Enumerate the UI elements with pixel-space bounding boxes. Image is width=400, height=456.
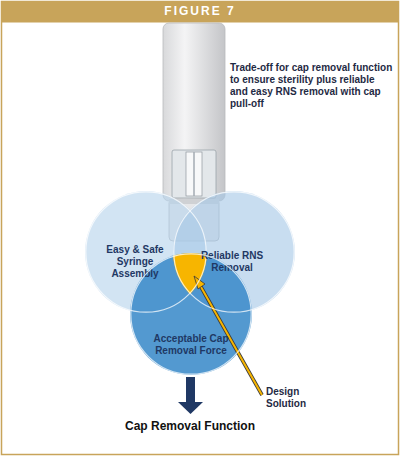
note-text: Trade-off for cap removal function to en… [230,62,394,110]
venn-circle: Reliable RNS Removal [173,191,295,313]
figure-title: FIGURE 7 [0,4,400,18]
circle-outline [130,253,252,375]
callout-label: Design Solution [266,386,336,410]
circle-label: Acceptable Cap Removal Force [145,333,237,357]
down-arrow [178,377,203,414]
function-label: Cap Removal Function [90,419,290,433]
venn-circle: Easy & Safe Syringe Assembly [85,191,207,313]
venn-circle: Acceptable Cap Removal Force [130,253,252,375]
intersection-highlight [85,191,207,313]
